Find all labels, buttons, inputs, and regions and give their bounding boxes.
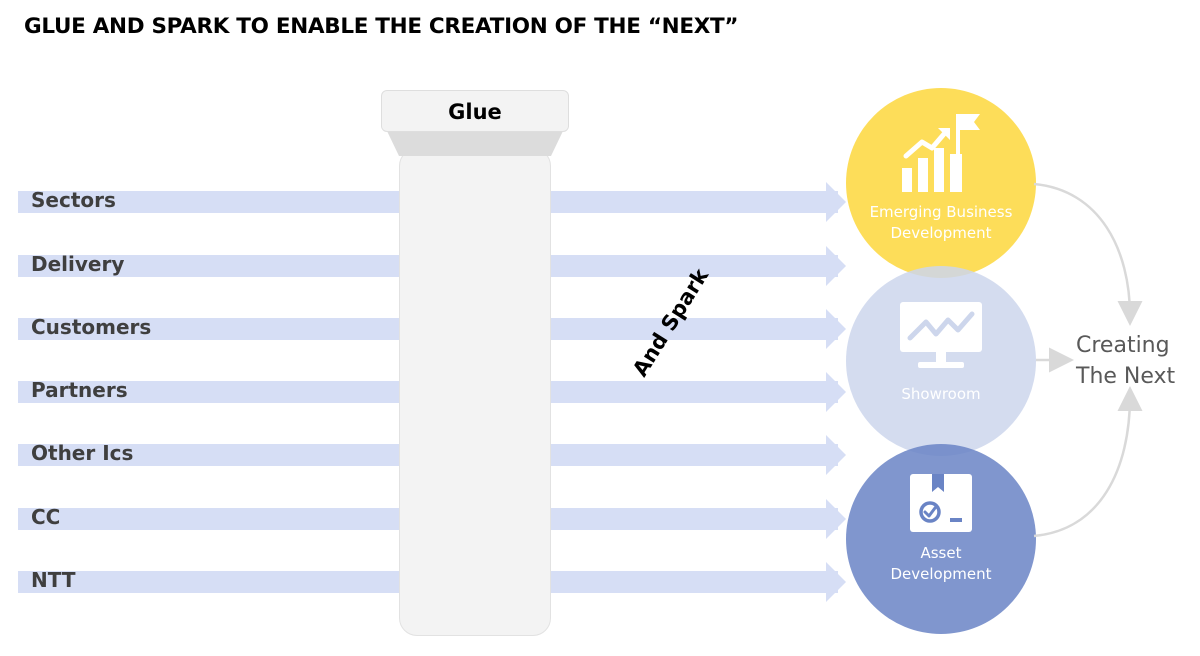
slide-title: GLUE AND SPARK TO ENABLE THE CREATION OF… bbox=[24, 14, 739, 39]
arrowhead bbox=[826, 562, 846, 602]
stage-label-line: Showroom bbox=[901, 385, 981, 403]
stage-label-asset-development: Asset Development bbox=[846, 543, 1036, 585]
flow-connectors bbox=[1033, 182, 1143, 538]
stage-label-line: Development bbox=[890, 224, 992, 242]
input-label-partners: Partners bbox=[31, 378, 128, 402]
stage-label-line: Development bbox=[890, 565, 992, 583]
arrowhead bbox=[826, 309, 846, 349]
stage-label-line: Asset bbox=[920, 544, 962, 562]
arrowhead bbox=[826, 246, 846, 286]
stage-label-emerging-business: Emerging Business Development bbox=[846, 202, 1036, 244]
asset-box-check-icon bbox=[910, 474, 972, 532]
glue-tube-body bbox=[399, 148, 551, 636]
flow-arrow-from-asset bbox=[1033, 386, 1143, 538]
monitor-trend-icon bbox=[900, 302, 982, 368]
input-label-cc: CC bbox=[31, 505, 61, 529]
arrowhead bbox=[826, 499, 846, 539]
stage-label-line: Emerging Business bbox=[869, 203, 1013, 221]
glue-label: Glue bbox=[448, 100, 502, 124]
input-label-other-ics: Other Ics bbox=[31, 441, 134, 465]
arrowhead bbox=[826, 182, 846, 222]
glue-tube-neck bbox=[387, 131, 563, 156]
outcome-line: Creating bbox=[1076, 333, 1170, 358]
flow-arrow-from-emerging bbox=[1033, 182, 1143, 326]
input-label-sectors: Sectors bbox=[31, 188, 116, 212]
outcome-line: The Next bbox=[1076, 364, 1176, 389]
stage-label-showroom: Showroom bbox=[846, 384, 1036, 405]
arrowhead bbox=[826, 435, 846, 475]
growth-chart-flag-icon bbox=[902, 114, 980, 192]
input-label-delivery: Delivery bbox=[31, 252, 125, 276]
input-label-customers: Customers bbox=[31, 315, 152, 339]
outcome-label: Creating The Next bbox=[1076, 330, 1200, 392]
input-label-ntt: NTT bbox=[31, 568, 76, 592]
arrowhead bbox=[826, 372, 846, 412]
glue-tube-cap: Glue bbox=[381, 90, 569, 132]
